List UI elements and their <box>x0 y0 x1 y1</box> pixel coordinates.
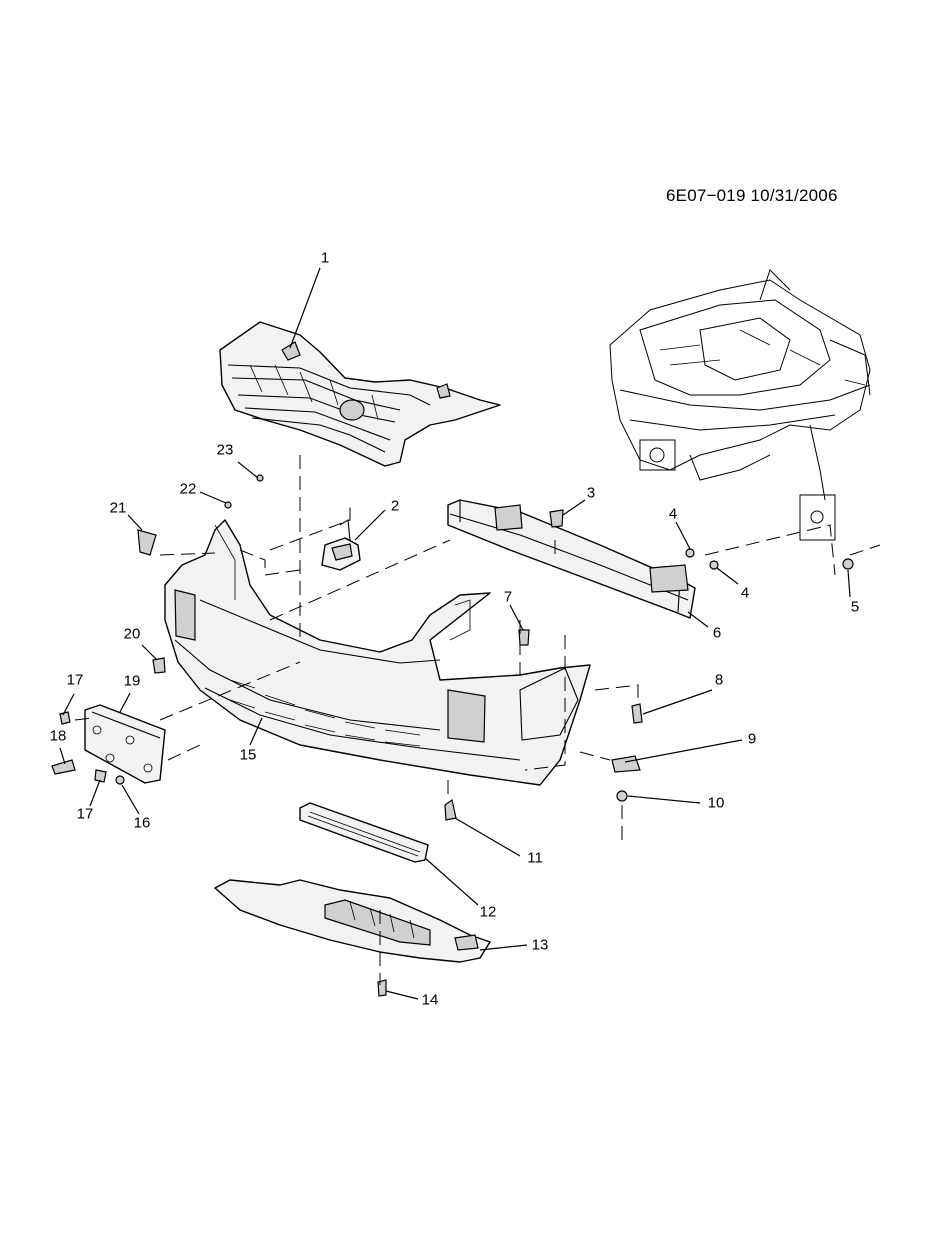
callout-1: 1 <box>320 249 330 267</box>
callout-17-upper: 17 <box>66 671 84 689</box>
callout-5: 5 <box>850 598 860 616</box>
latch-bracket <box>321 519 361 571</box>
callout-10: 10 <box>707 794 725 812</box>
bumper-fascia <box>164 519 591 786</box>
drawing-reference: 6E07−019 10/31/2006 <box>666 186 838 205</box>
license-bracket <box>84 704 166 784</box>
callout-22: 22 <box>179 480 197 498</box>
callout-3: 3 <box>586 484 596 502</box>
callout-17-lower: 17 <box>76 805 94 823</box>
leader-lines <box>59 267 851 1000</box>
fasteners <box>51 474 854 997</box>
callout-18: 18 <box>49 727 67 745</box>
grille <box>219 321 501 467</box>
callout-8: 8 <box>714 671 724 689</box>
callout-11: 11 <box>527 849 543 867</box>
callout-14: 14 <box>421 991 439 1009</box>
callout-23: 23 <box>216 441 234 459</box>
callout-13: 13 <box>531 936 549 954</box>
vehicle-frame <box>609 269 871 541</box>
callout-9: 9 <box>747 730 757 748</box>
callout-12: 12 <box>479 903 497 921</box>
callout-16: 16 <box>133 814 151 832</box>
callout-4-lower: 4 <box>740 584 750 602</box>
callout-4-upper: 4 <box>668 505 678 523</box>
underbody-shield <box>214 879 491 963</box>
callout-19: 19 <box>123 672 141 690</box>
callout-2: 2 <box>390 497 400 515</box>
callout-20: 20 <box>123 625 141 643</box>
assembly-lines <box>74 455 881 985</box>
callout-7: 7 <box>503 588 513 606</box>
air-baffle <box>299 802 429 863</box>
callout-6: 6 <box>712 624 722 642</box>
callout-15: 15 <box>239 746 257 764</box>
impact-bar <box>447 499 696 619</box>
callout-21: 21 <box>109 499 127 517</box>
